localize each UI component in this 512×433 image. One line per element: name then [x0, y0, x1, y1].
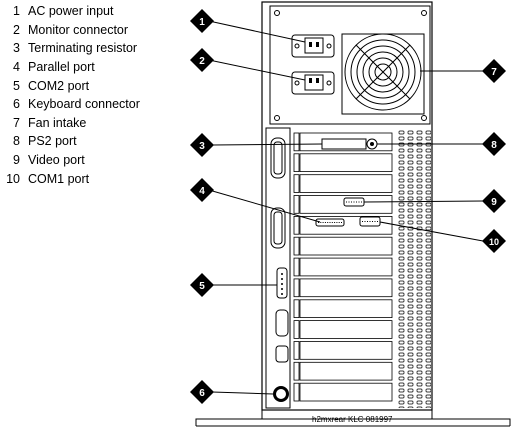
- legend-number: 5: [13, 78, 20, 93]
- legend-item-terminating-resistor: 3 Terminating resistor: [4, 39, 172, 58]
- expansion-slot: [299, 320, 393, 339]
- legend-item-keyboard-connector: 6 Keyboard connector: [4, 95, 172, 114]
- expansion-slot: [299, 236, 393, 256]
- callout-4: 4: [190, 178, 214, 202]
- com2-port: [275, 267, 289, 363]
- callout-label: 7: [491, 67, 497, 78]
- legend-number: 10: [6, 171, 20, 186]
- fan-intake: [341, 33, 425, 115]
- slot-bracket: [293, 299, 300, 318]
- monitor-connector: [291, 71, 335, 95]
- vent-grille: [398, 130, 431, 408]
- callout-8: 8: [482, 132, 506, 156]
- video-port: [343, 197, 365, 207]
- legend-list: 1 AC power input 2 Monitor connector 3 T…: [4, 2, 172, 188]
- terminating-resistor: [321, 138, 367, 150]
- callout-3: 3: [190, 133, 214, 157]
- slot-bracket: [293, 278, 300, 298]
- callout-5: 5: [190, 273, 214, 297]
- callout-label: 4: [199, 186, 205, 197]
- slot-bracket: [293, 236, 300, 256]
- callout-2: 2: [190, 48, 214, 72]
- legend-label: Fan intake: [28, 115, 87, 130]
- legend-number: 1: [13, 4, 20, 19]
- slot-bracket: [293, 174, 300, 193]
- callout-label: 10: [489, 237, 499, 247]
- slot-bracket: [293, 382, 300, 402]
- legend-number: 4: [13, 60, 20, 75]
- ps2-port: [366, 138, 378, 150]
- legend-item-ps2-port: 8 PS2 port: [4, 132, 172, 151]
- expansion-slot: [299, 299, 393, 318]
- legend-label: COM1 port: [28, 171, 90, 186]
- slot-bracket: [293, 153, 300, 173]
- legend-item-com2-port: 5 COM2 port: [4, 76, 172, 95]
- callout-9: 9: [482, 189, 506, 213]
- legend-item-ac-power-input: 1 AC power input: [4, 2, 172, 21]
- ac-power-input: [291, 34, 335, 58]
- callout-label: 9: [491, 197, 497, 208]
- expansion-slot: [299, 382, 393, 402]
- slot-bracket: [293, 132, 300, 152]
- callout-label: 5: [199, 281, 205, 292]
- legend-label: Keyboard connector: [28, 97, 140, 112]
- slot-bracket: [293, 215, 300, 235]
- expansion-slot: [299, 153, 393, 173]
- expansion-slot: [299, 278, 393, 298]
- callout-1: 1: [190, 9, 214, 33]
- callout-6: 6: [190, 380, 214, 404]
- legend-number: 6: [13, 97, 20, 112]
- legend-label: Terminating resistor: [28, 41, 138, 56]
- expansion-slot: [299, 361, 393, 381]
- legend-label: PS2 port: [28, 134, 77, 149]
- figure-caption: h2mxrear KLC 081997: [312, 415, 393, 424]
- slot-bracket: [293, 257, 300, 277]
- legend-number: 8: [13, 134, 20, 149]
- legend-label: Parallel port: [28, 60, 95, 75]
- callout-label: 3: [199, 141, 205, 152]
- slot-bracket: [293, 320, 300, 339]
- keyboard-connector: [273, 386, 289, 402]
- callout-label: 8: [491, 140, 497, 151]
- legend-item-monitor-connector: 2 Monitor connector: [4, 21, 172, 40]
- legend-item-parallel-port: 4 Parallel port: [4, 58, 172, 77]
- slot-bracket: [293, 341, 300, 360]
- callout-label: 6: [199, 388, 205, 399]
- legend-number: 7: [13, 115, 20, 130]
- legend-item-fan-intake: 7 Fan intake: [4, 114, 172, 133]
- legend-item-com1-port: 10 COM1 port: [4, 169, 172, 188]
- callout-label: 1: [199, 17, 205, 28]
- legend-label: Video port: [28, 153, 85, 168]
- callout-label: 2: [199, 56, 205, 67]
- parallel-port: [315, 218, 345, 227]
- callout-7: 7: [482, 59, 506, 83]
- com1-port: [359, 216, 381, 227]
- expansion-slot: [299, 341, 393, 360]
- leader-lines: [208, 20, 484, 395]
- expansion-slots: [293, 132, 393, 402]
- legend-item-video-port: 9 Video port: [4, 151, 172, 170]
- legend-number: 2: [13, 22, 20, 37]
- slot-bracket: [293, 195, 300, 214]
- legend-number: 9: [13, 153, 20, 168]
- slot-bracket: [293, 361, 300, 381]
- expansion-slot: [299, 257, 393, 277]
- expansion-slot: [299, 174, 393, 193]
- legend-label: Monitor connector: [28, 22, 129, 37]
- callout-10: 10: [482, 229, 506, 253]
- legend-label: COM2 port: [28, 78, 90, 93]
- legend-label: AC power input: [28, 4, 114, 19]
- legend-number: 3: [13, 41, 20, 56]
